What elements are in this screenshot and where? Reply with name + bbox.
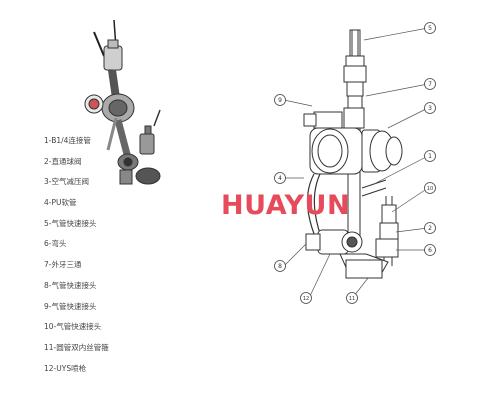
parts-list-item: 7-外牙三通 (44, 260, 82, 270)
callout-num-10: 10 (427, 186, 433, 192)
callout-num-3: 3 (428, 105, 432, 112)
parts-list-item: 3-空气减压阀 (44, 177, 89, 187)
parts-list-item: 5-气管快速接头 (44, 218, 97, 228)
parts-list: 1-B1/4连接管 2-直通球阀 3-空气减压阀 4-PU软管 5-气管快速接头… (44, 137, 109, 385)
callout-3 (424, 102, 436, 114)
parts-list-item: 2-直通球阀 (44, 156, 82, 166)
watermark: HUAYUN (221, 190, 351, 221)
technical-drawing (303, 29, 403, 279)
callout-num-2: 2 (428, 225, 432, 232)
callout-5 (424, 22, 436, 34)
parts-list-item: 11-圆管双内丝管箍 (44, 342, 109, 352)
callout-num-7: 7 (428, 81, 432, 88)
callout-circles (274, 22, 436, 304)
parts-list-item: 1-B1/4连接管 (44, 136, 91, 145)
callout-num-9: 9 (278, 97, 282, 104)
parts-list-item: 9-气管快速接头 (44, 301, 97, 311)
callout-leaders (283, 27, 429, 297)
callout-numbers: 5 7 3 1 10 2 6 9 4 8 12 11 (278, 25, 433, 302)
callout-6 (424, 244, 436, 256)
callout-num-11: 11 (349, 296, 355, 302)
parts-list-item: 10-气管快速接头 (44, 322, 102, 332)
callout-7 (424, 78, 436, 90)
callout-num-6: 6 (428, 247, 432, 254)
callout-11 (346, 292, 358, 304)
callout-2 (424, 222, 436, 234)
callout-num-12: 12 (303, 296, 309, 302)
thumbnail-assembly-drawing (84, 19, 161, 185)
callout-8 (274, 260, 286, 272)
callout-num-8: 8 (278, 263, 282, 270)
callout-12 (300, 292, 312, 304)
parts-list-item: 6-弯头 (44, 239, 67, 249)
callout-10 (424, 182, 436, 194)
parts-list-item: 12-UYS喷枪 (44, 363, 87, 373)
callout-num-4: 4 (278, 175, 282, 182)
callout-num-5: 5 (428, 25, 432, 32)
callout-num-1: 1 (428, 153, 432, 160)
callout-4 (274, 172, 286, 184)
parts-list-item: 8-气管快速接头 (44, 280, 97, 290)
parts-list-item: 4-PU软管 (44, 198, 77, 208)
callout-9 (274, 94, 286, 106)
callout-1 (424, 150, 436, 162)
